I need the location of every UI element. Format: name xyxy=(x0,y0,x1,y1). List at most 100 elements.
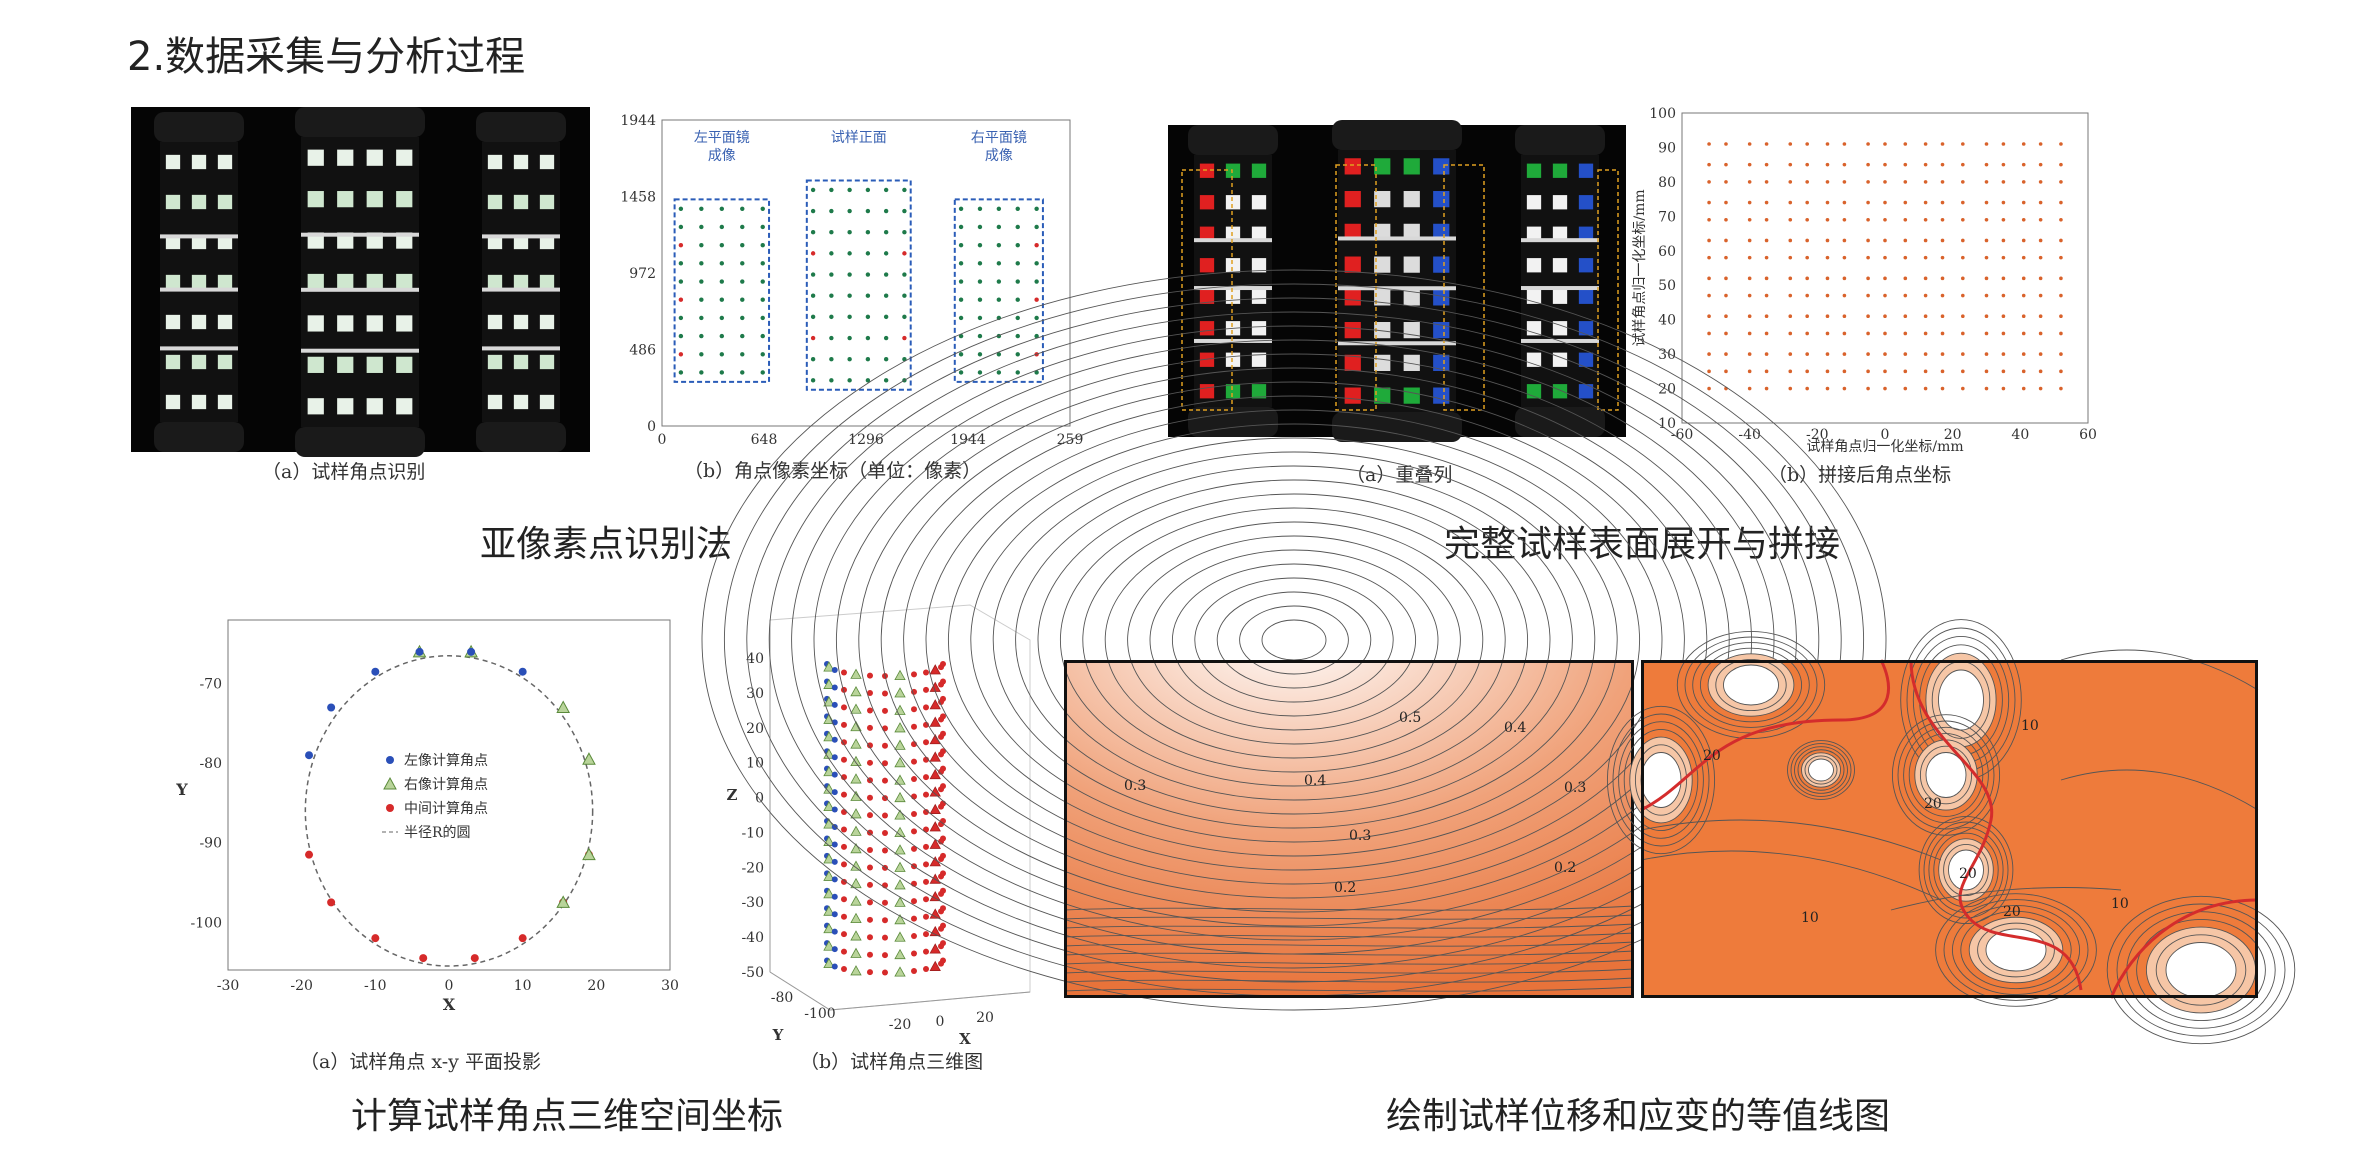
contour-line xyxy=(768,311,1820,969)
corner-point xyxy=(977,315,983,321)
y-tick-label: -80 xyxy=(771,990,794,1006)
x-tick-label: 20 xyxy=(587,978,605,994)
grid-square xyxy=(1199,352,1215,367)
stitched-point xyxy=(1866,386,1870,391)
stitched-point xyxy=(2021,331,2026,336)
stitched-point xyxy=(2001,255,2006,260)
middle-point-3d xyxy=(911,915,917,922)
corner-point xyxy=(958,279,964,284)
cylinder-cap-bottom xyxy=(154,422,244,452)
x-axis-label: X xyxy=(959,1030,971,1048)
contour-label: 0.2 xyxy=(1554,860,1576,876)
corner-point xyxy=(760,206,765,211)
stitched-point xyxy=(1764,293,1769,298)
middle-point-3d xyxy=(882,777,888,784)
stitched-point xyxy=(1805,352,1809,356)
corner-identify-photo xyxy=(131,107,590,457)
stitched-point xyxy=(2038,331,2043,336)
stitched-point xyxy=(1961,276,1965,281)
stitched-point xyxy=(1805,369,1809,374)
stitched-point xyxy=(1747,142,1752,146)
corner-point xyxy=(678,315,684,321)
middle-point-3d xyxy=(866,969,873,976)
clamp-ring xyxy=(1194,338,1272,343)
grid-square xyxy=(1199,321,1215,336)
middle-point-3d xyxy=(882,934,888,941)
middle-point-3d xyxy=(894,931,906,942)
stitched-point xyxy=(1903,142,1908,146)
corner-point xyxy=(883,251,889,256)
stitched-point xyxy=(1764,142,1769,146)
middle-point-3d xyxy=(923,809,930,816)
stitched-point xyxy=(1805,255,1809,260)
stitched-point xyxy=(1788,276,1793,281)
right-point-3d xyxy=(929,716,941,727)
stitched-point xyxy=(1903,386,1908,391)
corner-point xyxy=(810,251,816,256)
corner-point xyxy=(883,187,889,193)
grid-square xyxy=(396,315,413,332)
middle-point-3d xyxy=(923,843,930,850)
stitched-point xyxy=(1788,352,1793,356)
middle-point-3d xyxy=(866,759,873,766)
stitched-point xyxy=(1747,352,1752,356)
stitched-point xyxy=(1764,369,1769,374)
grid-square xyxy=(165,194,181,210)
stitched-point xyxy=(1707,142,1711,146)
grid-square xyxy=(1251,384,1267,399)
stitched-point xyxy=(2001,276,2006,281)
left-point-3d xyxy=(831,946,838,953)
stitched-point xyxy=(1842,180,1847,184)
contour-label: 0.4 xyxy=(1504,720,1526,736)
overlay-cylinder-center xyxy=(1332,120,1462,442)
corner-point xyxy=(902,208,907,214)
contour-line xyxy=(1171,563,1417,717)
middle-point-3d xyxy=(894,687,906,698)
grid-square xyxy=(1199,384,1215,399)
left-point-3d xyxy=(831,667,838,673)
stitched-point xyxy=(1984,352,1989,356)
contour-line xyxy=(1612,713,1710,847)
corner-point xyxy=(760,261,765,266)
cylinder-cap-top xyxy=(1515,125,1605,155)
corner-point xyxy=(996,279,1002,284)
grid-square xyxy=(487,234,503,250)
right-point-3d xyxy=(940,678,946,685)
corner-point xyxy=(847,378,852,383)
stitched-point xyxy=(2059,369,2063,374)
x-axis-label: X xyxy=(443,995,456,1014)
corner-point xyxy=(977,333,983,339)
grid-square xyxy=(513,394,529,410)
middle-point-3d xyxy=(882,760,888,767)
contour-line xyxy=(970,437,1618,843)
stitched-point xyxy=(1747,276,1752,281)
grid-square xyxy=(1374,158,1391,175)
y-tick-label: 30 xyxy=(1658,347,1676,363)
stitched-point xyxy=(1984,293,1989,298)
clamp-ring xyxy=(482,287,560,292)
stitched-point xyxy=(1764,386,1769,391)
stitched-point xyxy=(1747,238,1752,243)
corner-point xyxy=(958,297,964,302)
stitched-point xyxy=(1707,386,1711,391)
middle-point-3d xyxy=(923,686,930,693)
middle-point-3d xyxy=(850,825,862,836)
grid-square xyxy=(1403,223,1420,240)
grid-square xyxy=(217,194,233,210)
stitched-point xyxy=(1724,238,1728,243)
corner-point xyxy=(699,352,704,357)
middle-point-3d xyxy=(923,826,930,833)
grid-square xyxy=(1344,223,1361,240)
corner-identify-caption: （a）试样角点识别 xyxy=(262,461,426,483)
stitched-point xyxy=(1825,314,1830,319)
right-point-3d xyxy=(940,852,946,859)
middle-point-3d xyxy=(882,812,888,819)
stitched-point xyxy=(2059,162,2063,167)
stitched-point xyxy=(2001,293,2006,298)
contour-line xyxy=(992,451,1596,829)
stitched-point xyxy=(1825,238,1830,243)
stitched-point xyxy=(1923,162,1928,167)
stitched-point xyxy=(2059,386,2063,391)
corner-point xyxy=(699,333,704,339)
